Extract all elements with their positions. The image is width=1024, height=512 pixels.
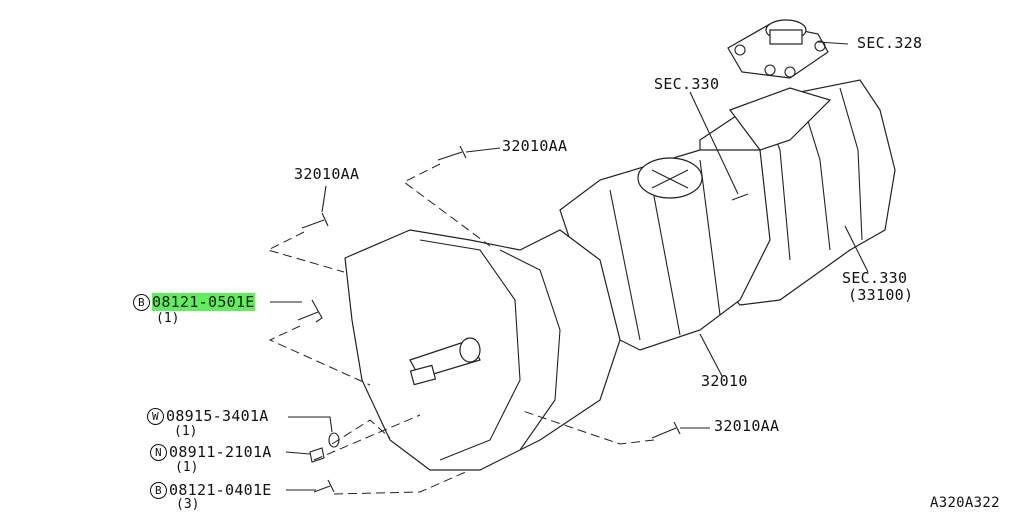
callout-trans-assy[interactable]: 32010: [701, 372, 748, 390]
top-cover-assembly: [727, 19, 829, 79]
washer-prefix-icon: W: [147, 408, 164, 425]
part-number: 08911-2101A: [169, 443, 272, 461]
callout-bolt-top[interactable]: 32010AA: [502, 137, 568, 155]
part-qty: (3): [176, 497, 200, 512]
alignment-dashes: [266, 163, 655, 495]
leader-lines: [270, 41, 869, 491]
bolt-prefix-icon: B: [150, 482, 167, 499]
callout-sec330-side[interactable]: SEC.330: [842, 269, 908, 287]
transmission-case: [344, 79, 896, 471]
part-qty: (1): [175, 460, 199, 475]
callout-sec328[interactable]: SEC.328: [857, 34, 923, 52]
figure-code: A320A322: [930, 495, 1000, 511]
bolt-prefix-icon: B: [133, 294, 150, 311]
part-number: 08121-0401E: [169, 481, 272, 499]
callout-bolt-left[interactable]: 32010AA: [294, 165, 360, 183]
bolt-parts: [297, 145, 749, 493]
part-number: 08121-0501E: [152, 293, 255, 311]
callout-sec330-top[interactable]: SEC.330: [654, 75, 720, 93]
nut-prefix-icon: N: [150, 444, 167, 461]
part-qty: (1): [156, 311, 180, 326]
callout-sec330-side-sub: (33100): [848, 286, 914, 304]
part-number: 08915-3401A: [166, 407, 269, 425]
callout-bolt-right[interactable]: 32010AA: [714, 417, 780, 435]
part-qty: (1): [174, 424, 198, 439]
